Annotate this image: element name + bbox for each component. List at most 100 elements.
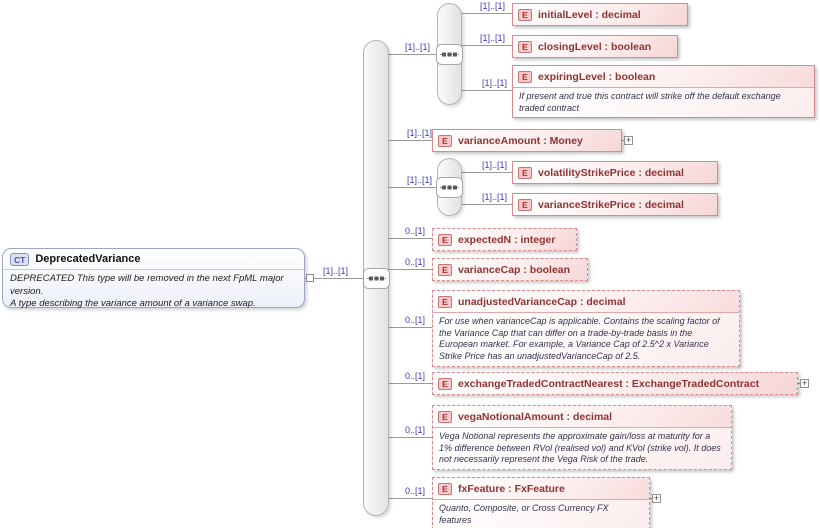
cardinality-label: 0..[1] xyxy=(405,371,426,381)
element-annotation: Vega Notional represents the approximate… xyxy=(433,427,731,470)
element-type: decimal xyxy=(586,295,626,308)
complex-type-badge: CT xyxy=(10,252,30,266)
element-box-initialLevel[interactable]: E initialLevel : decimal xyxy=(512,3,688,26)
connector-line xyxy=(462,90,512,91)
type-separator: : xyxy=(592,8,602,21)
element-type: decimal xyxy=(572,410,613,423)
cardinality-label: 0..[1] xyxy=(405,257,426,267)
element-box-unadjustedVarianceCap[interactable]: E unadjustedVarianceCap : decimal For us… xyxy=(432,290,740,367)
connector-line xyxy=(389,54,437,55)
element-name: fxFeature xyxy=(458,482,506,495)
element-title: E closingLevel : boolean xyxy=(513,36,677,57)
element-box-exchangeTradedContractNearest[interactable]: E exchangeTradedContractNearest : Exchan… xyxy=(432,372,798,395)
element-box-varianceStrikePrice[interactable]: E varianceStrikePrice : decimal xyxy=(512,193,718,216)
connector-line xyxy=(389,498,432,499)
element-box-volatilityStrikePrice[interactable]: E volatilityStrikePrice : decimal xyxy=(512,161,718,184)
cardinality-label: 0..[1] xyxy=(405,226,426,236)
element-title: E unadjustedVarianceCap : decimal xyxy=(433,291,739,312)
type-separator: : xyxy=(540,134,550,147)
connector-line xyxy=(389,437,432,438)
cardinality-label: [1]..[1] xyxy=(323,266,349,276)
connector-line xyxy=(389,269,432,270)
connector-line xyxy=(389,327,432,328)
cardinality-label: [1]..[1] xyxy=(407,128,433,138)
element-badge: E xyxy=(518,40,532,53)
element-type: boolean xyxy=(615,70,656,83)
element-box-varianceAmount[interactable]: E varianceAmount : Money xyxy=(432,129,622,152)
cardinality-label: 0..[1] xyxy=(405,315,426,325)
complex-type-box[interactable]: CT DeprecatedVariance DEPRECATED This ty… xyxy=(2,248,305,311)
element-badge: E xyxy=(438,377,452,390)
element-badge: E xyxy=(438,295,452,308)
cardinality-label: [1]..[1] xyxy=(482,78,508,88)
connector-line xyxy=(389,383,432,384)
element-box-fxFeature[interactable]: E fxFeature : FxFeature Quanto, Composit… xyxy=(432,477,650,528)
element-title: E vegaNotionalAmount : decimal xyxy=(433,406,731,427)
element-name: volatilityStrikePrice xyxy=(538,166,636,179)
element-title: E varianceAmount : Money xyxy=(433,130,621,151)
expand-button[interactable]: + xyxy=(652,493,661,503)
element-name: expiringLevel xyxy=(538,70,606,83)
connector-line xyxy=(389,238,432,239)
element-type: FxFeature xyxy=(514,482,565,495)
complex-type-doc: DEPRECATED This type will be removed in … xyxy=(3,270,304,311)
element-type: boolean xyxy=(529,263,571,276)
element-box-expiringLevel[interactable]: E expiringLevel : boolean If present and… xyxy=(512,65,815,119)
connector-line xyxy=(462,45,512,46)
sequence-compositor-icon[interactable] xyxy=(436,44,463,65)
connector-line xyxy=(389,140,432,141)
element-badge: E xyxy=(518,8,532,21)
type-separator: : xyxy=(505,482,515,495)
element-annotation: If present and true this contract will s… xyxy=(513,87,814,118)
expand-button[interactable]: + xyxy=(800,378,809,388)
expand-button[interactable]: + xyxy=(624,135,633,145)
cardinality-label: [1]..[1] xyxy=(482,192,508,202)
element-box-closingLevel[interactable]: E closingLevel : boolean xyxy=(512,35,678,58)
element-badge: E xyxy=(438,482,452,495)
sequence-compositor-icon[interactable] xyxy=(436,177,463,198)
element-name: expectedN xyxy=(458,233,512,246)
complex-type-title: DeprecatedVariance xyxy=(35,253,141,265)
element-title: E varianceStrikePrice : decimal xyxy=(513,194,717,215)
element-badge: E xyxy=(438,410,452,423)
type-separator: : xyxy=(511,233,521,246)
element-title: E fxFeature : FxFeature xyxy=(433,478,649,499)
collapse-button[interactable] xyxy=(306,274,314,282)
element-badge: E xyxy=(438,134,452,147)
element-title: E exchangeTradedContractNearest : Exchan… xyxy=(433,373,797,394)
element-title: E volatilityStrikePrice : decimal xyxy=(513,162,717,183)
cardinality-label: 0..[1] xyxy=(405,425,426,435)
element-badge: E xyxy=(518,70,532,83)
element-name: varianceCap xyxy=(458,263,521,276)
element-type: decimal xyxy=(644,198,684,211)
element-title: E initialLevel : decimal xyxy=(513,4,687,25)
cardinality-label: [1]..[1] xyxy=(405,42,431,52)
cardinality-label: [1]..[1] xyxy=(482,160,508,170)
element-title: E expectedN : integer xyxy=(433,229,576,250)
connector-line xyxy=(389,187,437,188)
element-annotation: Quanto, Composite, or Cross Currency FX … xyxy=(433,499,649,528)
element-type: decimal xyxy=(644,166,684,179)
element-type: decimal xyxy=(601,8,641,21)
element-name: initialLevel xyxy=(538,8,593,21)
cardinality-label: [1]..[1] xyxy=(480,33,506,43)
cardinality-label: [1]..[1] xyxy=(407,175,433,185)
type-separator: : xyxy=(635,166,645,179)
element-badge: E xyxy=(518,198,532,211)
element-name: varianceAmount xyxy=(458,134,541,147)
connector-line xyxy=(462,204,512,205)
type-separator: : xyxy=(601,40,611,53)
element-badge: E xyxy=(438,233,452,246)
element-title: E expiringLevel : boolean xyxy=(513,66,814,87)
cardinality-label: 0..[1] xyxy=(405,486,426,496)
sequence-compositor-icon[interactable] xyxy=(363,268,390,289)
element-name: vegaNotionalAmount xyxy=(458,410,564,423)
element-name: closingLevel xyxy=(538,40,602,53)
element-box-expectedN[interactable]: E expectedN : integer xyxy=(432,228,577,251)
element-box-vegaNotionalAmount[interactable]: E vegaNotionalAmount : decimal Vega Noti… xyxy=(432,405,732,471)
connector-line xyxy=(462,172,512,173)
type-separator: : xyxy=(520,263,530,276)
element-annotation: For use when varianceCap is applicable. … xyxy=(433,312,739,366)
element-box-varianceCap[interactable]: E varianceCap : boolean xyxy=(432,258,588,281)
